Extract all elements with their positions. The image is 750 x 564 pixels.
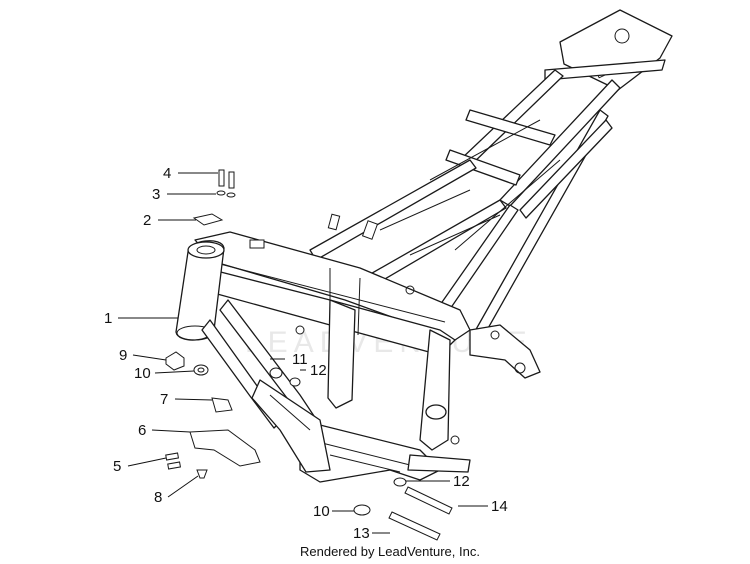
callout-11: 11 <box>292 351 308 368</box>
callout-7: 7 <box>160 391 168 408</box>
callout-4: 4 <box>163 165 171 182</box>
callout-8: 8 <box>154 489 162 506</box>
fastener-parts <box>165 169 453 541</box>
callout-6: 6 <box>138 422 146 439</box>
motorcycle-frame <box>175 9 673 483</box>
callout-2: 2 <box>143 212 151 229</box>
leader-lines <box>118 172 488 534</box>
callout-14: 14 <box>491 498 508 515</box>
render-credit: Rendered by LeadVenture, Inc. <box>300 544 480 559</box>
callout-5: 5 <box>113 458 121 475</box>
callout-1: 1 <box>104 310 112 327</box>
callout-10-upper: 10 <box>134 365 151 382</box>
callout-12-lower: 12 <box>453 473 470 490</box>
callout-13: 13 <box>353 525 370 542</box>
callout-labels: 1 2 3 4 5 6 7 8 9 10 11 12 12 14 10 13 <box>104 165 508 542</box>
callout-9: 9 <box>119 347 127 364</box>
callout-10-lower: 10 <box>313 503 330 520</box>
callout-3: 3 <box>152 186 160 203</box>
callout-12-upper: 12 <box>310 362 327 379</box>
